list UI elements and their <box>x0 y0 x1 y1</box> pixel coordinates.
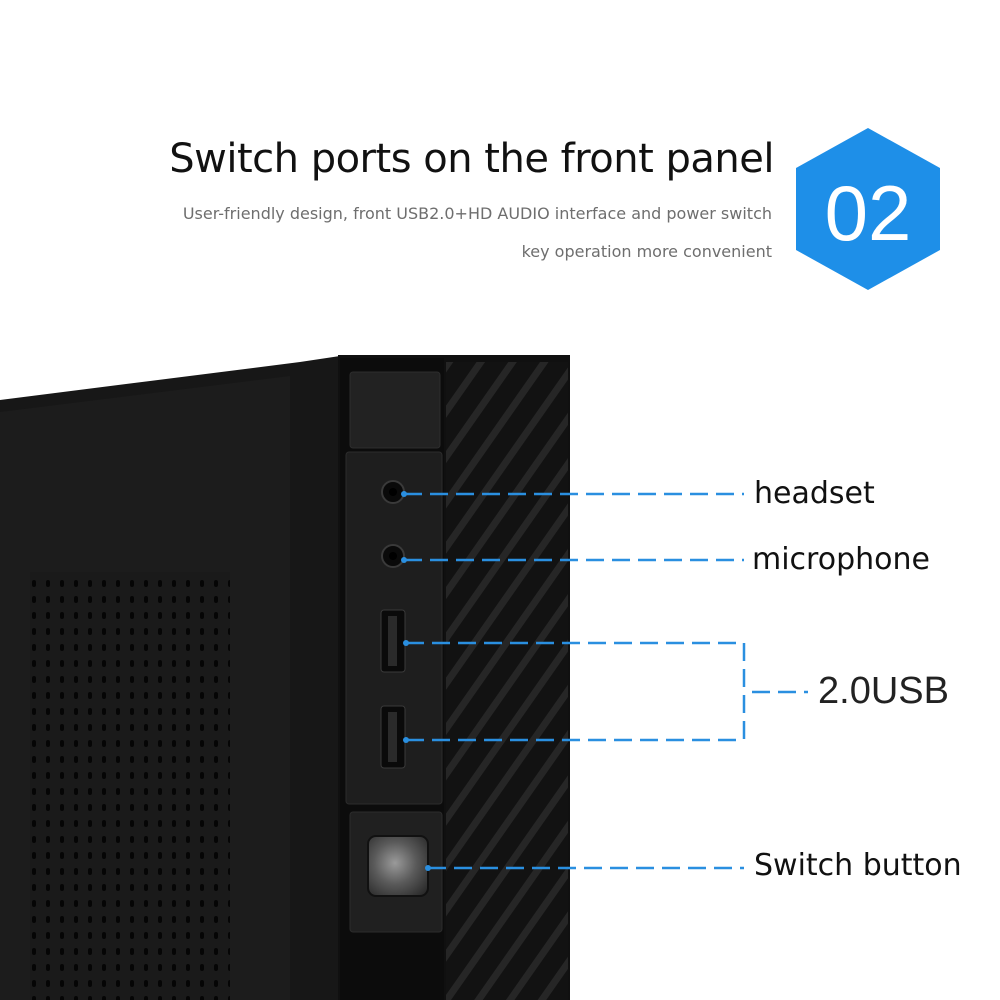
front-stripe-pattern <box>446 362 568 1000</box>
usb-port-icon <box>380 705 406 769</box>
headset-jack-icon <box>381 480 405 504</box>
subtitle-line-2: key operation more convenient <box>521 242 772 261</box>
page-title: Switch ports on the front panel <box>169 136 774 182</box>
drive-bay <box>349 371 441 449</box>
callout-dots <box>401 491 431 871</box>
usb-port-icon <box>380 609 406 673</box>
microphone-jack-icon <box>381 544 405 568</box>
subtitle-line-1: User-friendly design, front USB2.0+HD AU… <box>182 204 772 223</box>
label-microphone: microphone <box>752 542 930 577</box>
label-switch-button: Switch button <box>754 848 962 883</box>
callout-lines <box>404 492 808 870</box>
hexagon-shape <box>796 128 940 290</box>
case-side-panel <box>0 356 340 1000</box>
vent-grille <box>30 572 230 1000</box>
label-headset: headset <box>754 476 875 511</box>
badge-number: 02 <box>825 169 912 257</box>
power-button-icon <box>367 835 429 897</box>
label-usb: 2.0USB <box>818 670 949 712</box>
step-badge: 02 <box>796 128 940 290</box>
